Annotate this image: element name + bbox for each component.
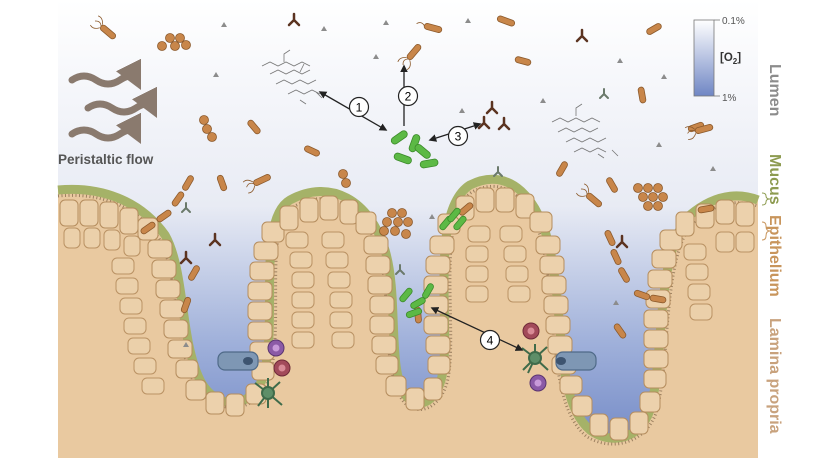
- epithelial-cells: [59, 187, 755, 441]
- small-molecules: [181, 88, 609, 275]
- dendritic-cell: [521, 344, 549, 374]
- callout-1-number: 1: [356, 101, 363, 115]
- peristaltic-flow-label: Peristaltic flow: [58, 152, 154, 167]
- flagellated-bacteria: [90, 15, 714, 208]
- oxygen-scale: 0.1% 1% [O2]: [693, 16, 745, 104]
- lumen-label: Lumen: [766, 64, 783, 116]
- dendritic-cell: [254, 378, 283, 408]
- antibody-molecules: [179, 12, 629, 265]
- peristaltic-flow-arrows: [68, 58, 158, 145]
- particles: [183, 18, 716, 347]
- immune-cell-core: [534, 379, 542, 387]
- epithelium-label: Epithelium: [766, 215, 783, 297]
- callout-3: 3: [447, 125, 469, 147]
- specialized-epithelial-cell: [217, 351, 259, 371]
- layer-brackets: [761, 192, 771, 206]
- callout-4: 4: [479, 329, 501, 351]
- oxygen-bottom-label: 1%: [722, 93, 737, 104]
- glycan-structure: [261, 49, 619, 159]
- immune-cell-core: [278, 364, 286, 372]
- oxygen-title: [O2]: [720, 52, 741, 66]
- inner-epithelial-cells: [63, 225, 755, 395]
- callout-3-number: 3: [455, 130, 462, 144]
- callout-2: 2: [397, 85, 419, 107]
- oxygen-gradient-bar: [693, 19, 715, 97]
- green-bacteria-cluster: [390, 130, 439, 169]
- callout-2-number: 2: [405, 90, 412, 104]
- oxygen-top-label: 0.1%: [722, 16, 745, 27]
- commensal-rods: [140, 15, 715, 339]
- layer-brackets-epi: [761, 221, 771, 241]
- mucus-label: Mucus: [766, 154, 783, 205]
- callout-1: 1: [348, 96, 370, 118]
- cocci-clusters: [157, 33, 668, 239]
- green-bacteria-mucus: [399, 207, 467, 319]
- cell-nucleus: [243, 357, 253, 365]
- cell-nucleus: [556, 357, 566, 365]
- immune-cell-core: [272, 344, 280, 352]
- lamina-propria-label: Lamina propria: [766, 318, 783, 434]
- immune-cell-core: [527, 327, 535, 335]
- callout-4-number: 4: [487, 334, 494, 348]
